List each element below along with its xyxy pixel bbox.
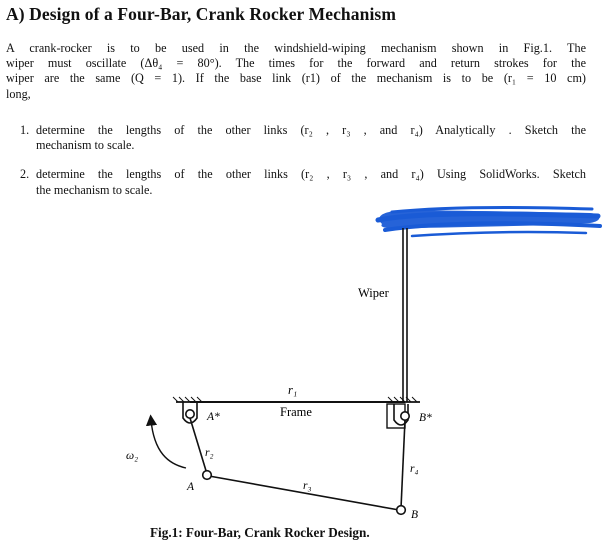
statement-line: long, — [6, 86, 31, 101]
rotation-arrow-icon — [145, 414, 187, 469]
r1-label: r₁ — [288, 383, 297, 397]
r4-label: r₄ — [410, 463, 418, 475]
task-number: 1. — [20, 123, 30, 137]
task-item-1: 1. determine the lengths of the other li… — [20, 123, 586, 153]
task-line: determine the lengths of the other links… — [36, 167, 586, 182]
pin-b — [395, 504, 407, 516]
task-number: 2. — [20, 167, 30, 182]
pin-a — [201, 469, 213, 481]
wiper-label: Wiper — [358, 286, 390, 300]
task-line: mechanism to scale. — [36, 138, 135, 153]
omega2-label: ω₂ — [126, 450, 138, 462]
crank-link-r2 — [189, 417, 208, 475]
task-line: the mechanism to scale. — [36, 182, 153, 197]
frame-label: Frame — [280, 405, 312, 419]
a-star-label: A* — [206, 411, 220, 423]
problem-statement: A crank-rocker is to be used in the wind… — [6, 41, 586, 102]
a-label: A — [186, 481, 195, 493]
task-list: 1. determine the lengths of the other li… — [20, 123, 586, 212]
b-label: B — [411, 509, 418, 521]
ground-pivot-b-star — [386, 396, 420, 429]
task-line: determine the lengths of the other links… — [36, 123, 586, 137]
wiper-blade-scribble — [375, 205, 602, 238]
statement-line: wiper must oscillate (Δθ₄ = 80°). The ti… — [6, 56, 586, 71]
r3-label: r₃ — [303, 480, 311, 492]
r2-label: r₂ — [205, 447, 213, 459]
problem-title: A) Design of a Four-Bar, Crank Rocker Me… — [6, 4, 396, 24]
statement-line: wiper are the same (Q = 1). If the base … — [6, 71, 586, 86]
coupler-link-r3 — [208, 475, 400, 511]
ground-pivot-a-star — [172, 396, 204, 424]
statement-line: A crank-rocker is to be used in the wind… — [6, 41, 586, 55]
task-item-2: 2. determine the lengths of the other li… — [20, 167, 586, 197]
wiper-arm — [402, 228, 408, 402]
rocker-link-r4 — [400, 419, 406, 509]
b-star-label: B* — [419, 412, 432, 424]
